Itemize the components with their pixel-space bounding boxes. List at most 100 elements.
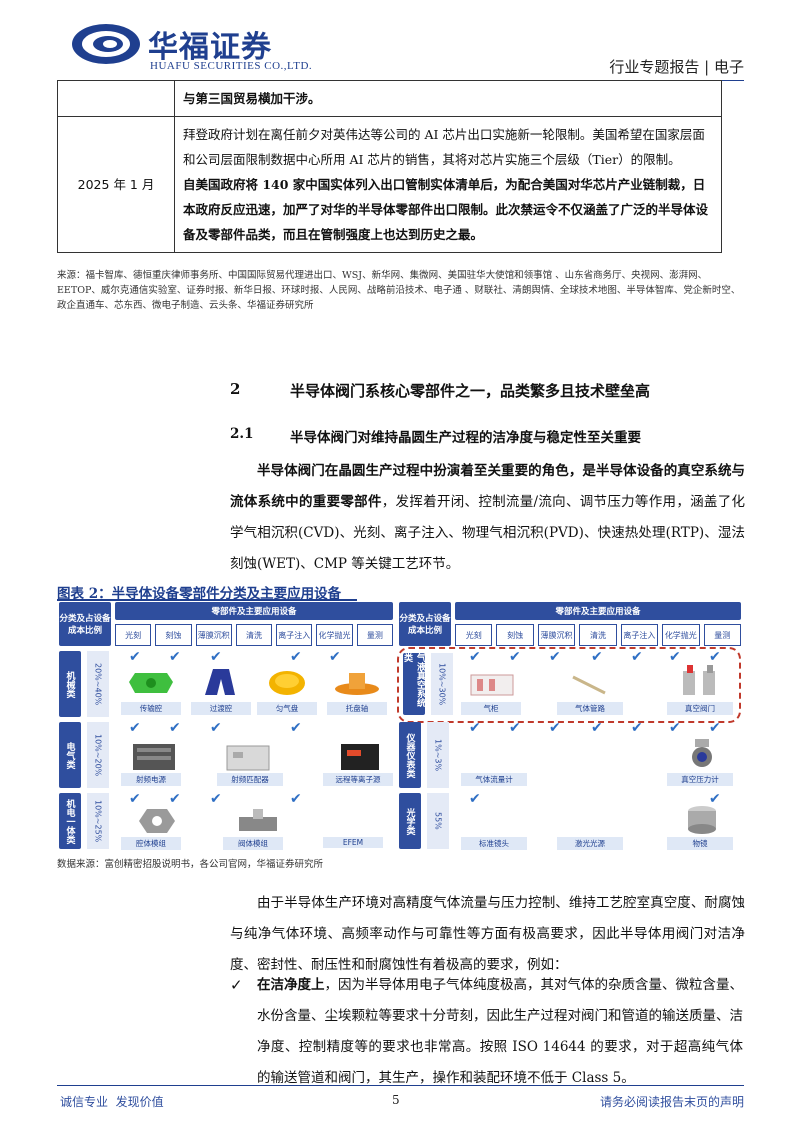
left-equipment-row: 光刻 刻蚀 薄膜沉积 清洗 离子注入 化学抛光 量测 (115, 624, 393, 646)
highlight-frame (397, 647, 741, 723)
part-label: 气体流量计 (461, 773, 527, 786)
policy-table: 与第三国贸易横加干涉。 2025 年 1 月 拜登政府计划在离任前夕对英伟达等公… (57, 80, 722, 253)
pressure-gauge-icon (692, 739, 712, 767)
part-label: 传输腔 (121, 702, 181, 715)
table-row: 与第三国贸易横加干涉。 (57, 80, 722, 117)
check-icon: ✔ (129, 791, 141, 807)
check-icon: ✔ (129, 720, 141, 736)
rf-power-icon (133, 744, 175, 770)
check-icon: ✔ (329, 649, 341, 665)
check-icon: ✔ (549, 720, 561, 736)
check-icon: ✔ (169, 791, 181, 807)
bullet-rest: ，因为半导体用电子气体纯度极高，其对气体的杂质含量、微粒含量、水份含量、尘埃颗粒… (257, 977, 743, 1086)
row-percent: 10%~30% (431, 653, 453, 715)
figure-source: 数据来源：富创精密招股说明书，各公司官网，华福证券研究所 (57, 859, 324, 870)
gas-cabinet-icon (470, 674, 514, 696)
table-text-a: 拜登政府计划在离任前夕对英伟达等公司的 AI 芯片出口实施新一轮限制。美国希望在… (183, 127, 705, 167)
checkmark-bullet-icon: ✓ (230, 976, 243, 994)
subsection-title: 半导体阀门对维持晶圆生产过程的洁净度与稳定性至关重要 (290, 430, 641, 446)
page-number: 5 (392, 1093, 400, 1107)
check-icon: ✔ (210, 791, 222, 807)
check-icon: ✔ (290, 791, 302, 807)
equipment-label: 清洗 (235, 624, 273, 646)
footer-slogan: 诚信专业 发现价值 (60, 1095, 164, 1109)
row-label: 气液真空系统类 (402, 653, 425, 715)
equipment-label: 离子注入 (276, 624, 313, 646)
check-icon: ✔ (129, 649, 141, 665)
chamber-module-icon (139, 809, 175, 833)
tray-shaft-icon (335, 673, 379, 695)
part-label: 标准镜头 (461, 837, 527, 850)
table-text-b: 自美国政府将 140 家中国实体列入出口管制实体清单后，为配合美国对华芯片产业链… (183, 177, 709, 242)
table-row: 2025 年 1 月 拜登政府计划在离任前夕对英伟达等公司的 AI 芯片出口实施… (57, 116, 722, 253)
part-label: 激光光源 (557, 837, 623, 850)
bullet-paragraph: 在洁净度上，因为半导体用电子气体纯度极高，其对气体的杂质含量、微粒含量、水份含量… (257, 970, 743, 1094)
equipment-label: 刻蚀 (496, 624, 534, 646)
brand-name: 华福证券 (148, 30, 272, 65)
row-percent: 1%~3% (427, 722, 449, 788)
subsection-number: 2.1 (230, 426, 254, 442)
footer-divider (57, 1085, 744, 1086)
check-icon: ✔ (549, 649, 561, 665)
section-number: 2 (230, 380, 241, 398)
check-icon: ✔ (469, 649, 481, 665)
row-label: 机电一体类 (59, 793, 81, 849)
check-icon: ✔ (210, 649, 222, 665)
figure-title-underline (57, 599, 357, 601)
part-label: 真空阀门 (667, 702, 733, 715)
equipment-label: 化学抛光 (316, 624, 353, 646)
part-label: 气体管路 (557, 702, 623, 715)
remote-plasma-icon (341, 744, 379, 770)
bullet-bold: 在洁净度上 (257, 977, 325, 993)
footer-disclaimer: 请务必阅读报告末页的声明 (599, 1095, 744, 1109)
body-paragraph: 由于半导体生产环境对高精度气体流量与压力控制、维持工艺腔室真空度、耐腐蚀与纯净气… (230, 895, 745, 973)
part-label: 物镜 (667, 837, 733, 850)
part-label: 腔体模组 (121, 837, 181, 850)
row-label: 光学类 (399, 793, 421, 849)
check-icon: ✔ (709, 649, 721, 665)
check-icon: ✔ (631, 720, 643, 736)
part-label: 射频匹配器 (217, 773, 283, 786)
right-equipment-row: 光刻 刻蚀 薄膜沉积 清洗 离子注入 化学抛光 量测 (455, 624, 741, 646)
equipment-label: 光刻 (115, 624, 152, 646)
gas-pipe-icon (572, 675, 606, 695)
row-percent: 55% (427, 793, 449, 849)
part-label: 托盘轴 (327, 702, 387, 715)
row-percent: 10%~25% (87, 793, 109, 849)
para-rest: ，发挥着开闭、控制流量/流向、调节压力等作用，涵盖了化学气相沉积(CVD)、光刻… (230, 494, 745, 572)
check-icon: ✔ (509, 649, 521, 665)
equipment-label: 光刻 (455, 624, 493, 646)
table-source: 来源：福卡智库、德恒重庆律师事务所、中国国际贸易代理进出口、WSJ、新华网、集微… (57, 270, 741, 311)
transition-chamber-icon (205, 669, 235, 695)
check-icon: ✔ (709, 720, 721, 736)
part-label: EFEM (323, 837, 383, 848)
check-icon: ✔ (290, 720, 302, 736)
gas-shower-icon (269, 671, 305, 695)
row-label: 仪器仪表类 (399, 722, 421, 788)
objective-lens-icon (688, 806, 716, 834)
equipment-label: 清洗 (579, 624, 617, 646)
figure-title: 图表 2：半导体设备零部件分类及主要应用设备 (57, 586, 342, 602)
part-label: 真空压力计 (667, 773, 733, 786)
brand-name-en: HUAFU SECURITIES CO.,LTD. (150, 60, 313, 72)
right-header-category: 分类及占设备成本比例 (399, 602, 451, 646)
equipment-label: 离子注入 (620, 624, 659, 646)
row-label: 电气类 (59, 722, 81, 788)
table-cell-empty (57, 80, 175, 117)
check-icon: ✔ (631, 649, 643, 665)
check-icon: ✔ (669, 649, 681, 665)
check-icon: ✔ (591, 649, 603, 665)
part-label: 气柜 (461, 702, 521, 715)
equipment-label: 化学抛光 (662, 624, 700, 646)
part-label: 匀气盘 (257, 702, 317, 715)
company-logo-icon (72, 24, 140, 64)
check-icon: ✔ (469, 720, 481, 736)
table-cell-text: 与第三国贸易横加干涉。 (174, 80, 722, 117)
equipment-label: 量测 (356, 624, 393, 646)
left-header-category: 分类及占设备成本比例 (59, 602, 111, 646)
body-paragraph: 半导体阀门在晶圆生产过程中扮演着至关重要的角色，是半导体设备的真空系统与流体系统… (230, 456, 745, 580)
vacuum-valve-icon (683, 665, 715, 695)
check-icon: ✔ (669, 720, 681, 736)
report-type: 行业专题报告 | 电子 (609, 58, 744, 76)
equipment-label: 量测 (703, 624, 741, 646)
